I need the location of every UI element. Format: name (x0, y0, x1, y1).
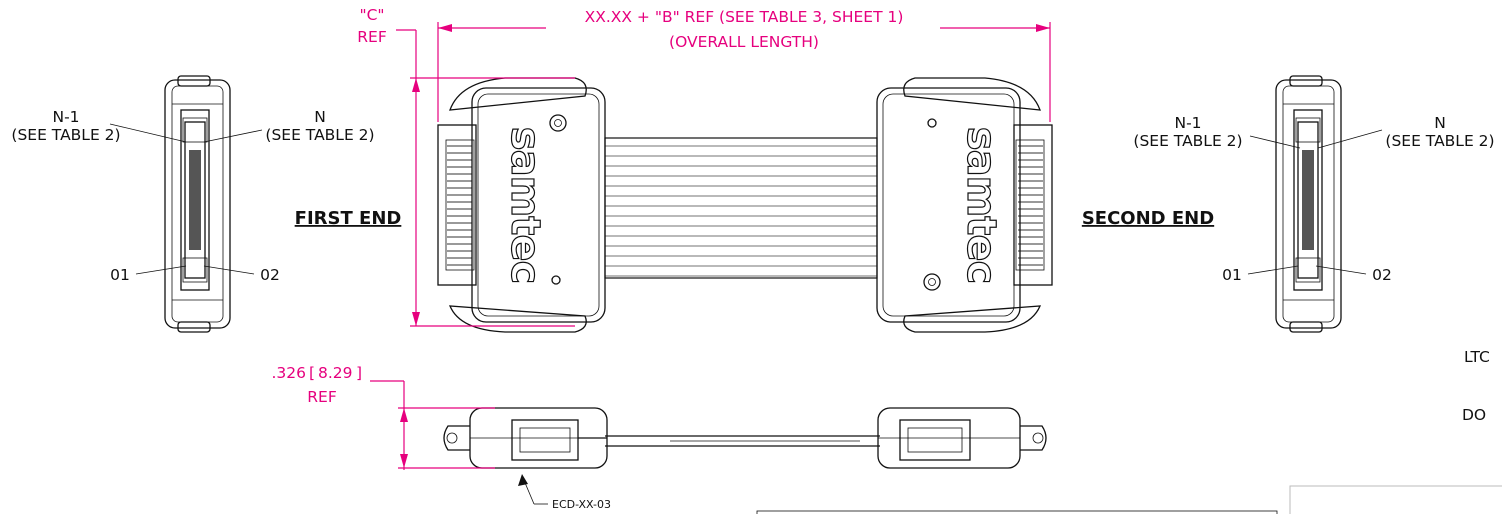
second-callout-n-note: (SEE TABLE 2) (1385, 132, 1494, 150)
first-end-title: FIRST END (295, 208, 402, 229)
svg-text:[: [ (309, 364, 315, 382)
second-callout-n: N (1434, 114, 1446, 132)
ribbon-conductors (605, 145, 877, 277)
first-callout-n-minus-1-note: (SEE TABLE 2) (11, 126, 120, 144)
second-connector-side (877, 407, 1047, 469)
height-ref: REF (307, 388, 337, 406)
second-connector-contacts (1018, 145, 1043, 266)
svg-text:]: ] (356, 364, 362, 382)
first-brand-logo: samtec (502, 127, 548, 283)
first-callout-01: 01 (110, 266, 130, 284)
second-callout-02: 02 (1372, 266, 1392, 284)
table-edge (756, 485, 1502, 514)
c-ref-label: "C" (359, 6, 384, 24)
first-callout-n: N (314, 108, 326, 126)
first-connector-contacts (447, 145, 472, 266)
second-callout-n-minus-1-note: (SEE TABLE 2) (1133, 132, 1242, 150)
first-callout-02: 02 (260, 266, 280, 284)
first-connector-side (443, 407, 608, 469)
overall-length-dimension: XX.XX + "B" REF (SEE TABLE 3, SHEET 1) (… (437, 8, 1051, 122)
second-callout-n-minus-1: N-1 (1174, 114, 1201, 132)
overall-length-note: (OVERALL LENGTH) (669, 33, 819, 51)
second-callout-01: 01 (1222, 266, 1242, 284)
part-callout-label: ECD-XX-03 (552, 498, 611, 511)
second-connector: samtec (876, 77, 1053, 333)
height-dimension: .326 [ 8.29 ] REF (271, 364, 495, 470)
second-end-title: SECOND END (1082, 208, 1214, 229)
c-ref-dimension: "C" REF (357, 6, 575, 327)
first-callout-n-minus-1: N-1 (52, 108, 79, 126)
edge-label-do: DO (1462, 406, 1486, 424)
first-callout-n-note: (SEE TABLE 2) (265, 126, 374, 144)
overall-length-label: XX.XX + "B" REF (SEE TABLE 3, SHEET 1) (585, 8, 904, 26)
first-end-callouts: N-1 (SEE TABLE 2) N (SEE TABLE 2) 01 02 … (11, 108, 401, 284)
second-brand-logo: samtec (958, 127, 1004, 283)
second-end-callouts: N-1 (SEE TABLE 2) N (SEE TABLE 2) 01 02 … (1082, 114, 1495, 284)
cable-side-view (443, 407, 1047, 469)
c-ref-note: REF (357, 28, 387, 46)
height-metric: 8.29 (318, 364, 353, 382)
part-callout: ECD-XX-03 (518, 474, 611, 511)
height-value: .326 (271, 364, 306, 382)
second-end-view (1275, 75, 1342, 333)
first-end-view (164, 75, 231, 333)
cable-top-view: samtec samtec (437, 77, 1053, 333)
first-connector: samtec (437, 77, 606, 333)
edge-label-ltc: LTC (1464, 348, 1490, 366)
